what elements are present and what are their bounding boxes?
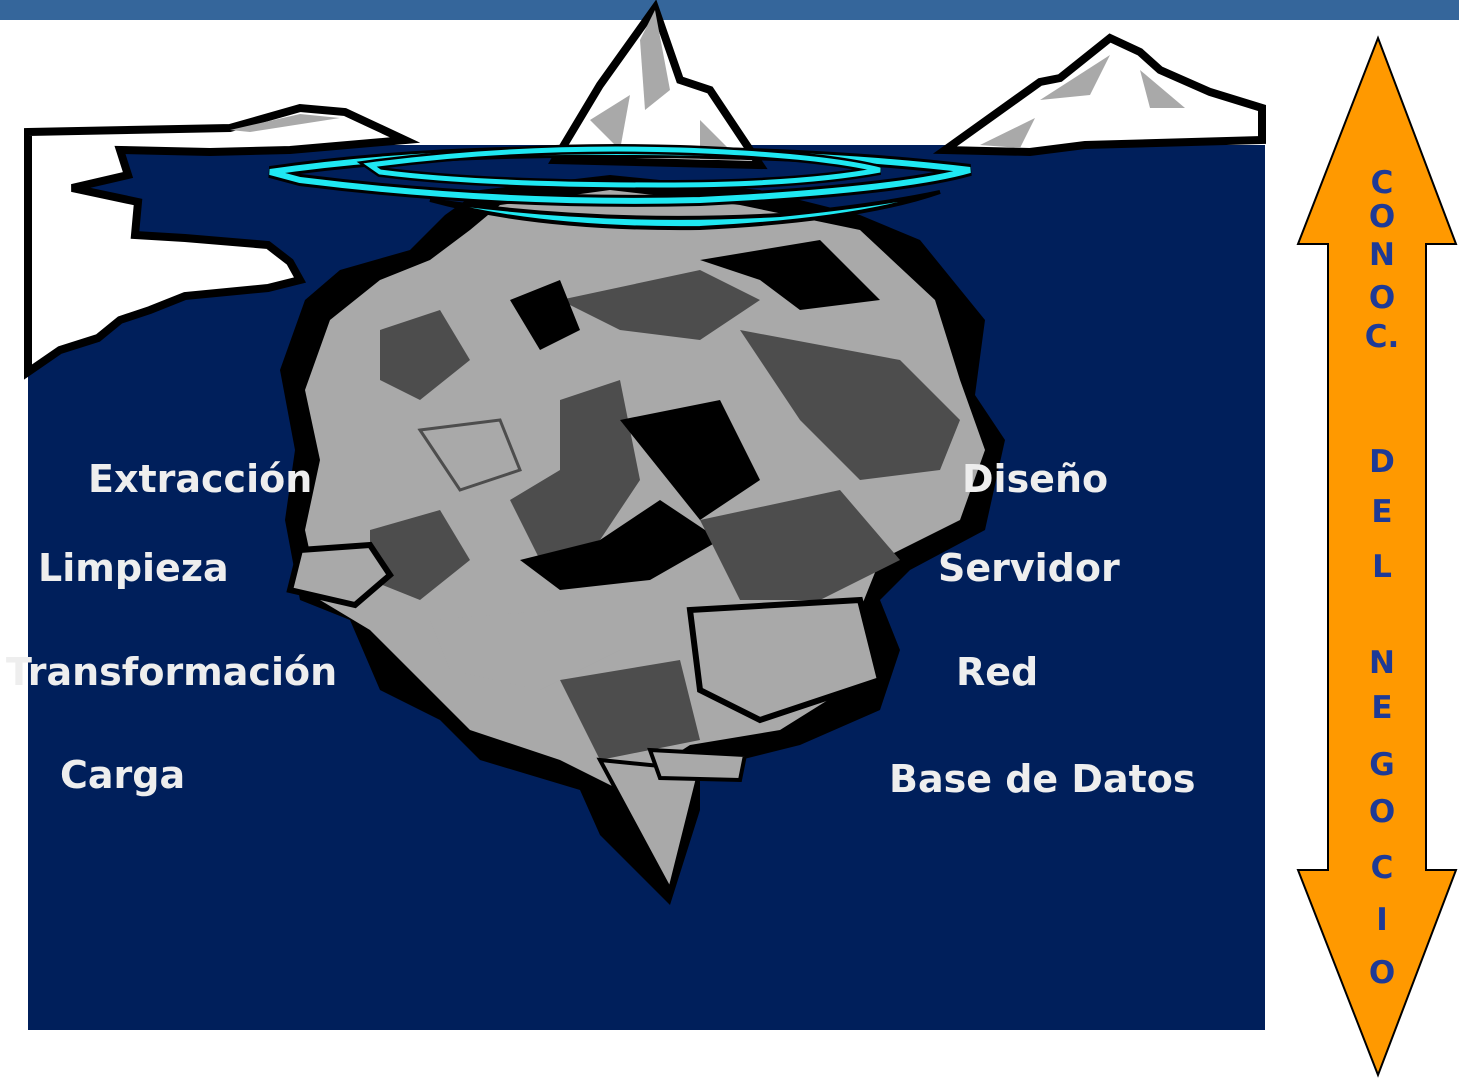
right-small-iceberg (932, 33, 1266, 157)
arrow-letter: D (1369, 444, 1395, 480)
arrow-letter: C (1370, 850, 1394, 886)
label-extraccion: Extracción (88, 457, 313, 501)
label-limpieza: Limpieza (38, 546, 229, 590)
top-bar (0, 0, 1459, 20)
arrow-letter: L (1372, 549, 1392, 585)
double-arrow (1296, 35, 1458, 1078)
arrow-letter: O (1368, 199, 1396, 235)
arrow-letter: C. (1364, 319, 1400, 355)
label-red: Red (956, 650, 1039, 694)
arrow-letter: N (1369, 645, 1395, 681)
water-ripples (268, 144, 972, 231)
left-ice-shelf (24, 103, 421, 380)
label-base-de-datos: Base de Datos (889, 757, 1196, 801)
label-carga: Carga (60, 753, 186, 797)
arrow-letter: O (1368, 280, 1396, 316)
arrow-letter: O (1368, 794, 1396, 830)
arrow-letter: G (1369, 747, 1395, 783)
arrow-letter: E (1371, 494, 1393, 530)
arrow-letter: N (1369, 237, 1395, 273)
label-transformacion: Transformación (6, 650, 338, 694)
arrow-letter: O (1368, 955, 1396, 991)
arrow-letter: E (1371, 690, 1393, 726)
label-diseno: Diseño (962, 457, 1109, 501)
arrow-letter: I (1376, 902, 1388, 938)
label-servidor: Servidor (938, 546, 1120, 590)
arrow-letter: C (1370, 165, 1394, 201)
